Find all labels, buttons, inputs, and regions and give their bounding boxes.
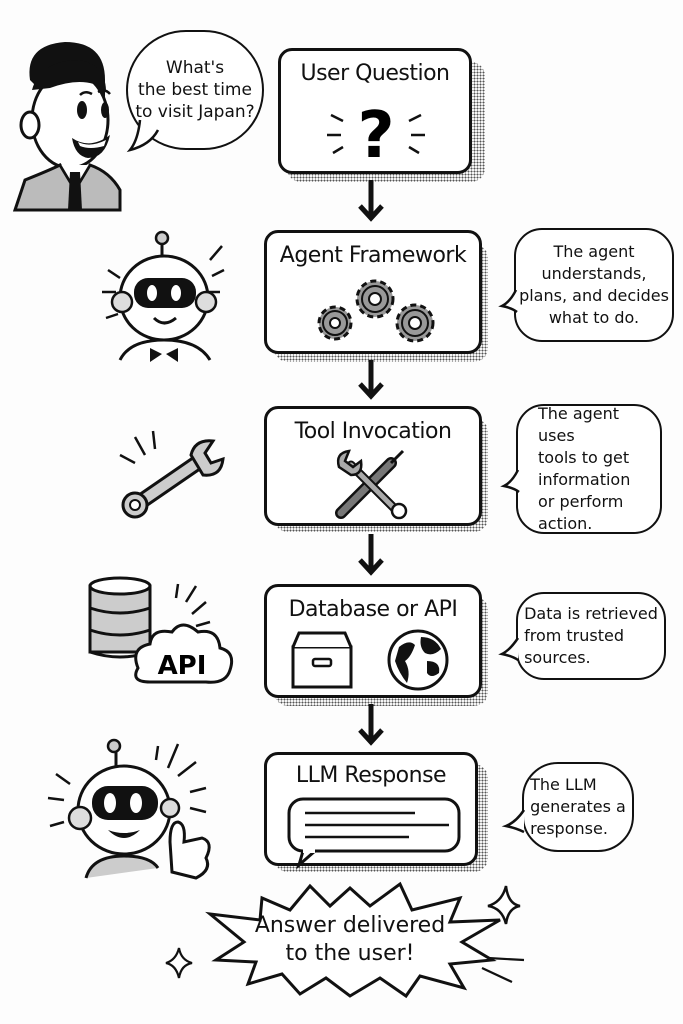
bubble-tail: [126, 119, 160, 153]
note-text: Data is retrieved from trusted sources.: [524, 604, 658, 667]
man-avatar-icon: [12, 42, 122, 212]
user-speech-bubble: What's the best time to visit Japan?: [126, 30, 264, 150]
wrench-icon: [119, 430, 225, 519]
bubble-tail: [498, 289, 518, 314]
bubble-tail: [501, 809, 526, 834]
note-text: The agent uses tools to get information …: [538, 404, 631, 533]
starburst-callout: [205, 881, 501, 999]
user-speech-text: What's the best time to visit Japan?: [135, 58, 255, 122]
note-bubble-tool-invocation: The agent uses tools to get information …: [516, 404, 662, 534]
flow-arrow: [358, 180, 384, 222]
final-message: Answer delivered to the user!: [254, 913, 446, 966]
step-title: User Question: [300, 61, 450, 86]
step-title: LLM Response: [295, 763, 447, 788]
chat-bubble-icon: [287, 797, 461, 870]
svg-text:?: ?: [357, 99, 394, 173]
step-title: Database or API: [288, 597, 458, 622]
note-bubble-database-or-api: Data is retrieved from trusted sources.: [516, 592, 666, 680]
note-bubble-agent-framework: The agent understands, plans, and decide…: [514, 228, 674, 342]
sparkle-icon: [487, 885, 521, 925]
globe-icon: [387, 629, 449, 691]
note-bubble-llm-response: The LLM generates a response.: [522, 762, 634, 852]
robot-thumbs-up-icon: [47, 738, 211, 880]
archive-box-icon: [291, 631, 353, 689]
database-api-icon: API: [88, 576, 234, 684]
question-mark-icon: ?: [327, 99, 425, 173]
sparkle-icon: [165, 947, 193, 979]
flow-arrow: [358, 704, 384, 746]
bubble-tail: [498, 637, 520, 662]
step-title: Agent Framework: [279, 243, 467, 268]
step-box-user-question[interactable]: User Question ?: [278, 48, 472, 174]
step-box-llm-response[interactable]: LLM Response: [264, 752, 478, 870]
step-title: Tool Invocation: [294, 419, 452, 444]
gears-icon: [317, 279, 435, 343]
step-box-tool-invocation[interactable]: Tool Invocation: [264, 406, 482, 526]
note-text: The LLM generates a response.: [530, 775, 626, 838]
user-character: [10, 30, 122, 212]
api-label: API: [158, 651, 207, 681]
step-box-database-or-api[interactable]: Database or API: [264, 584, 482, 698]
flow-arrow: [358, 360, 384, 400]
note-text: The agent understands, plans, and decide…: [519, 242, 669, 327]
motion-lines: [481, 956, 525, 983]
step-box-agent-framework[interactable]: Agent Framework: [264, 230, 482, 354]
robot-bowtie-icon: [102, 230, 225, 362]
wrench-screwdriver-icon: [335, 449, 408, 520]
flow-arrow: [358, 534, 384, 576]
bubble-tail: [500, 469, 520, 494]
